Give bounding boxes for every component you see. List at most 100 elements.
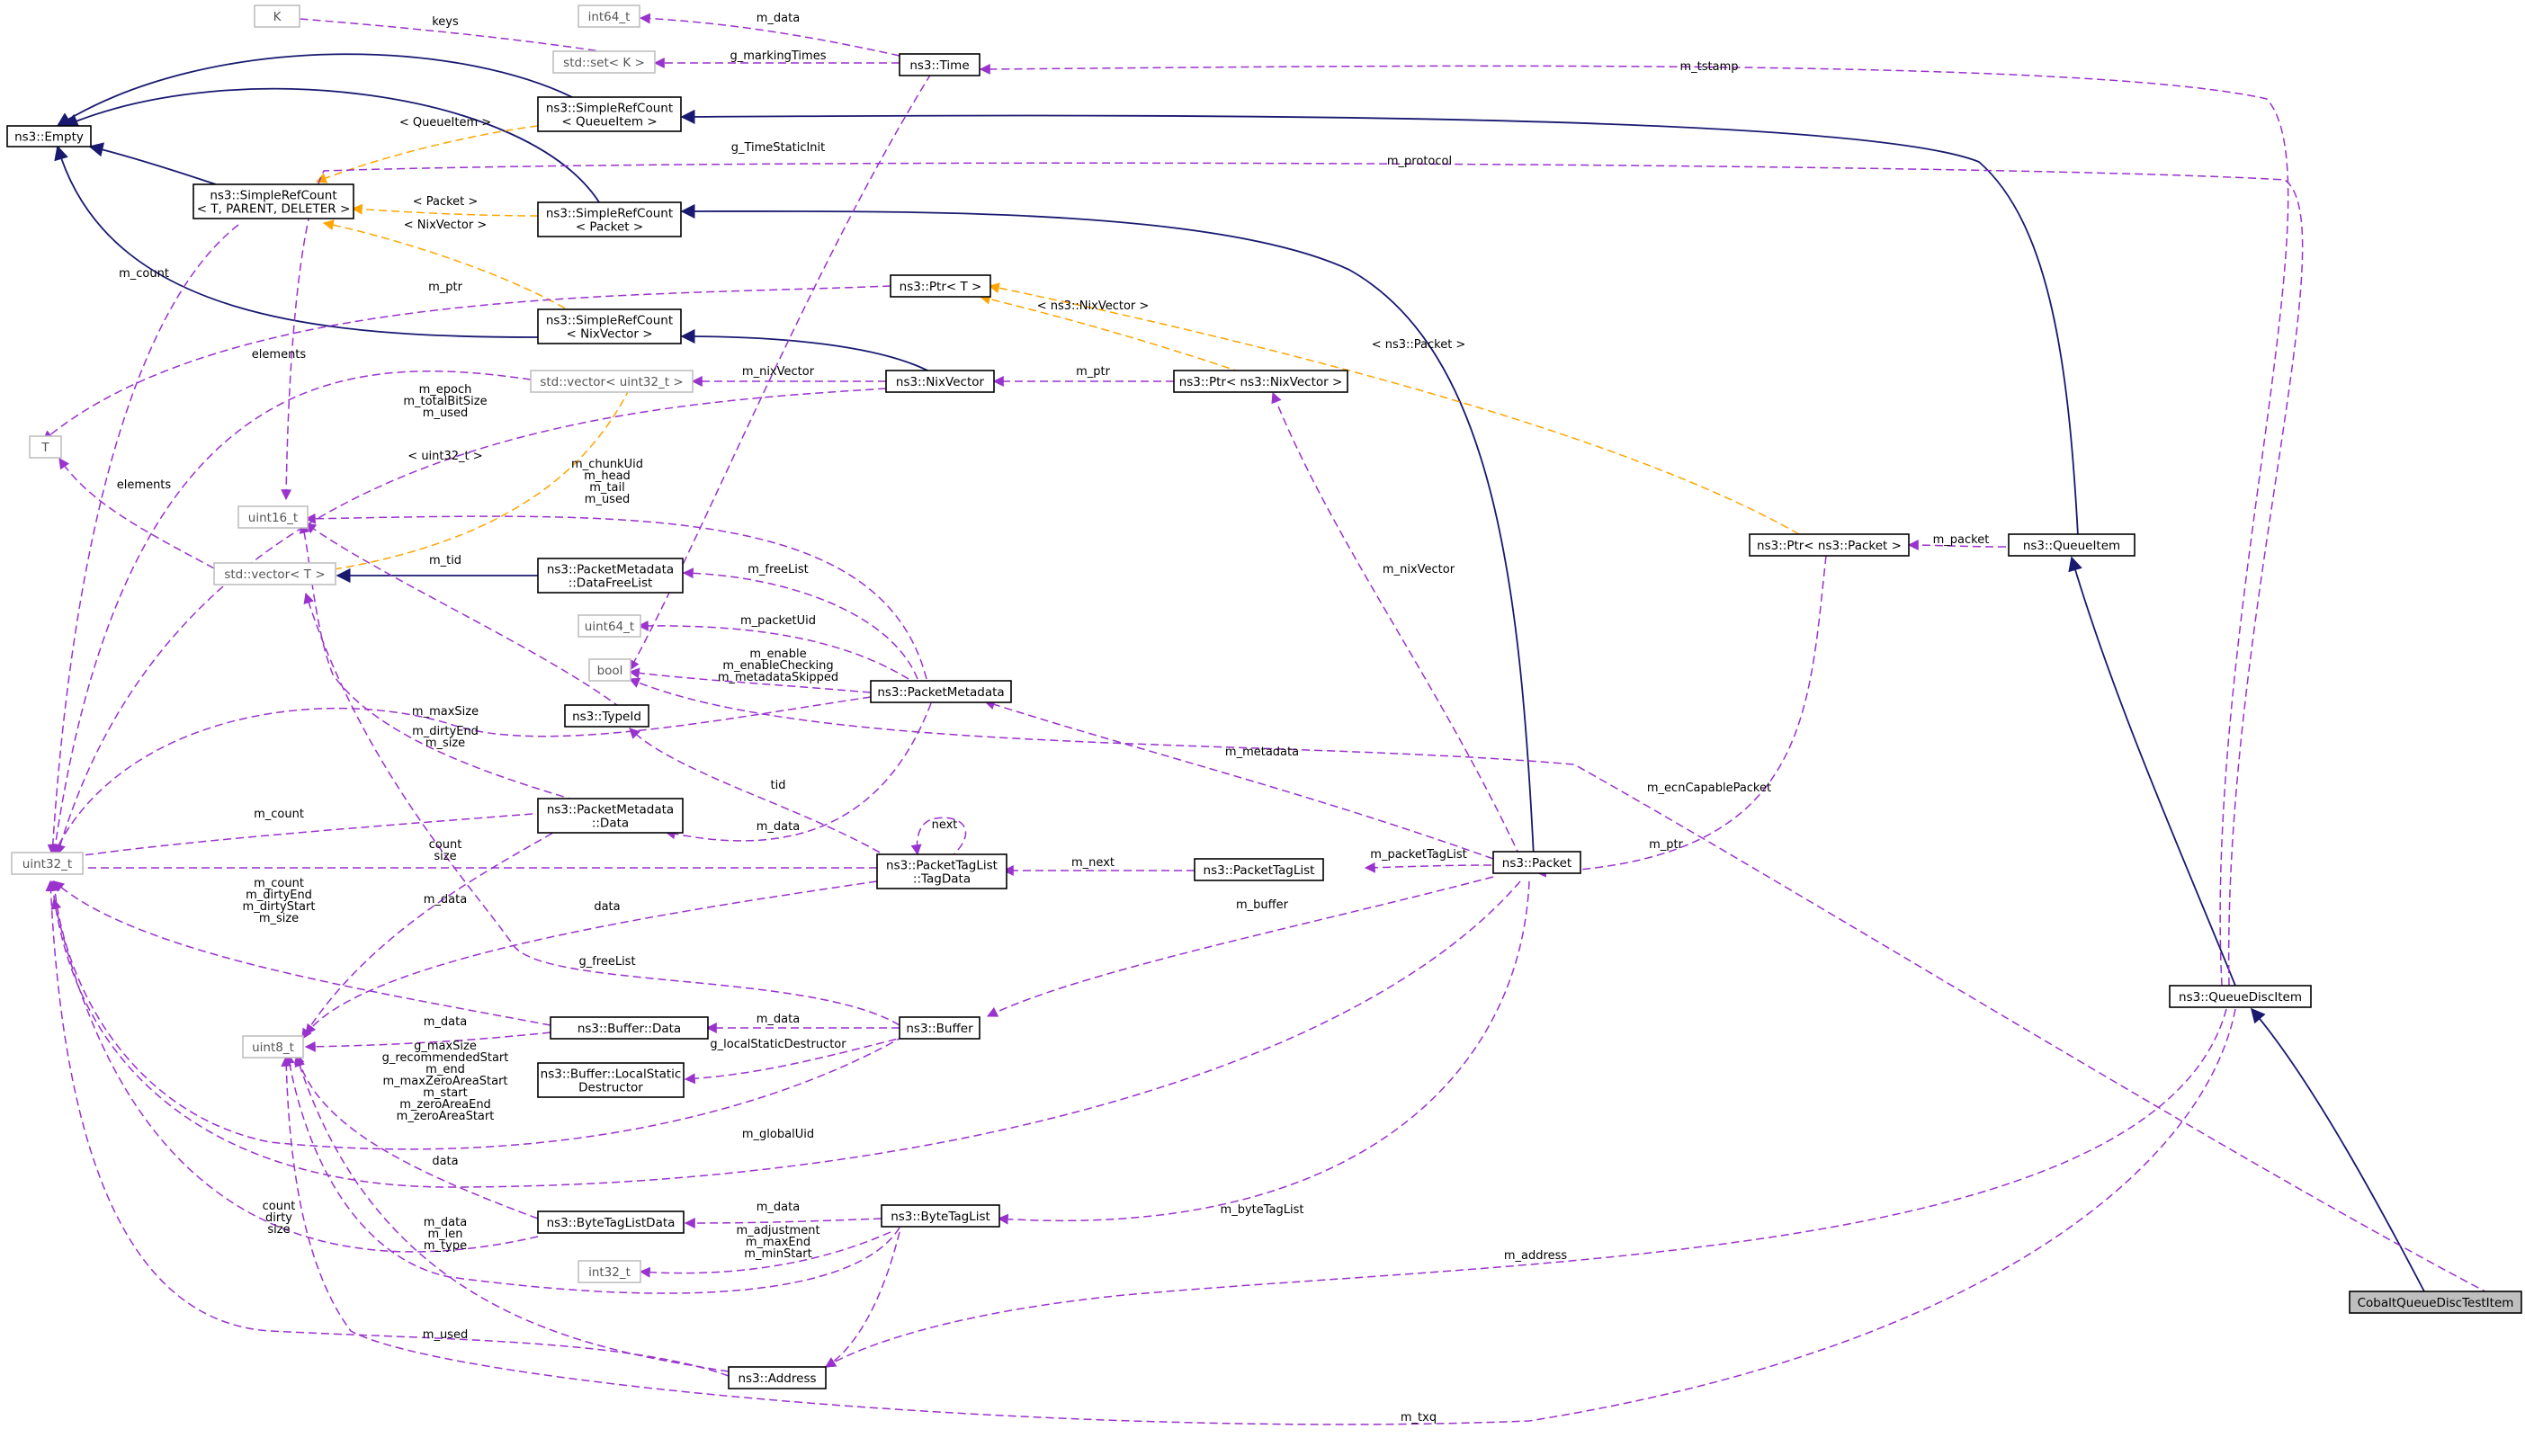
edge-inherit-src-nixvector-empty	[54, 145, 539, 338]
edge-use-m-maxsize	[53, 696, 872, 856]
edge-use-address-u8	[294, 1055, 730, 1372]
edge-use-data-tag	[305, 880, 878, 1035]
node-ptl-tagdata[interactable]: ns3::PacketTagList::TagData	[876, 853, 1007, 889]
node-queueitem[interactable]: ns3::QueueItem	[2008, 533, 2136, 557]
node-bytetaglist[interactable]: ns3::ByteTagList	[881, 1204, 1000, 1228]
edge-use-m-txq	[281, 1008, 2236, 1425]
node-label: bool	[597, 664, 623, 678]
edge-label-tpl-nixvector: < NixVector >	[404, 219, 488, 232]
edge-label-tpl-ns3packet: < ns3::Packet >	[1372, 338, 1466, 352]
edge-inherit-src-packet-empty	[63, 87, 602, 206]
edge-use-btl-u32	[50, 898, 539, 1253]
node-box	[876, 853, 1007, 889]
node-packetmetadata[interactable]: ns3::PacketMetadata	[870, 680, 1012, 703]
node-box	[899, 1016, 980, 1040]
edge-use-m-metadata	[983, 699, 1494, 860]
node-buffer-data[interactable]: ns3::Buffer::Data	[550, 1016, 709, 1040]
edge-use-next	[910, 817, 967, 860]
node-label: ::TagData	[913, 872, 971, 887]
edge-label-g-markingTimes: g_markingTimes	[730, 49, 827, 63]
node-box	[1492, 851, 1581, 874]
node-label: T	[40, 441, 49, 455]
node-pm-data[interactable]: ns3::PacketMetadata::Data	[537, 798, 684, 834]
node-nixvector[interactable]: ns3::NixVector	[885, 370, 995, 393]
edge-use-m-tid	[305, 523, 622, 709]
node-uint64: uint64_t	[578, 614, 641, 638]
edge-label-g-TimeStaticInit: g_TimeStaticInit	[731, 141, 826, 155]
node-uint32: uint32_t	[11, 852, 84, 875]
node-btl-data[interactable]: ns3::ByteTagListData	[537, 1210, 685, 1234]
node-t: T	[29, 435, 62, 459]
edge-label-m-txq: m_txq	[1401, 1411, 1437, 1425]
node-cobalt[interactable]: CobaltQueueDiscTestItem	[2349, 1291, 2522, 1314]
edge-use-m-protocol	[281, 162, 2304, 987]
edge-use-m-data-btl	[684, 1217, 882, 1228]
edge-label-m-data-time: m_data	[757, 12, 800, 25]
edge-label-m-freeList: m_freeList	[748, 563, 809, 576]
node-label: ns3::PacketMetadata	[547, 563, 674, 577]
node-label: ns3::Address	[738, 1371, 816, 1386]
node-box	[537, 1210, 685, 1234]
node-label: CobaltQueueDiscTestItem	[2358, 1296, 2514, 1310]
edge-label-m-metadata: m_metadata	[1225, 746, 1299, 759]
node-queuediscitem[interactable]: ns3::QueueDiscItem	[2169, 985, 2312, 1008]
node-time[interactable]: ns3::Time	[899, 53, 980, 76]
edge-use-pm-u16	[304, 513, 927, 680]
edge-label-elements-u32: elements	[252, 348, 307, 362]
node-box	[870, 680, 1012, 703]
node-ptr-packet[interactable]: ns3::Ptr< ns3::Packet >	[1749, 533, 1910, 557]
edge-label-m-packetUid: m_packetUid	[740, 614, 816, 628]
node-box	[550, 1016, 709, 1040]
edge-use-data-btl	[293, 1052, 539, 1219]
edge-tpl-uint32	[322, 388, 631, 576]
edge-label-m-byteTagList: m_byteTagList	[1221, 1203, 1304, 1217]
edge-label-g-localStaticDestructor: g_localStaticDestructor	[710, 1038, 846, 1051]
node-buffer[interactable]: ns3::Buffer	[899, 1016, 980, 1040]
node-label: ns3::QueueItem	[2023, 539, 2120, 553]
node-address[interactable]: ns3::Address	[728, 1366, 827, 1389]
edge-inherit-queuediscitem-queueitem	[2068, 556, 2236, 987]
node-label: ns3::Buffer	[906, 1022, 973, 1036]
node-src-queueitem[interactable]: ns3::SimpleRefCount< QueueItem >	[537, 96, 682, 132]
edge-use-m-packetuid	[637, 620, 909, 680]
edge-use-m-data-bd	[304, 1032, 551, 1052]
node-packettaglist[interactable]: ns3::PacketTagList	[1194, 858, 1324, 881]
node-label: ::DataFreeList	[569, 576, 653, 591]
edge-label-m-data-buf: m_data	[757, 1013, 800, 1026]
node-typeid[interactable]: ns3::TypeId	[564, 704, 649, 728]
node-ptr-nixvector[interactable]: ns3::Ptr< ns3::NixVector >	[1173, 370, 1348, 393]
node-src-packet[interactable]: ns3::SimpleRefCount< Packet >	[537, 201, 682, 237]
edge-use-g-timestaticinit	[629, 73, 932, 672]
node-label: std::vector< uint32_t >	[540, 375, 683, 389]
node-label: ns3::Packet	[1502, 856, 1571, 871]
edge-label-m-data-btl: m_data	[757, 1201, 800, 1214]
node-box	[29, 435, 62, 459]
node-label: ns3::SimpleRefCount	[546, 207, 673, 221]
node-empty[interactable]: ns3::Empty	[6, 125, 92, 147]
node-label: ns3::SimpleRefCount	[210, 189, 336, 203]
node-uint16: uint16_t	[237, 505, 309, 529]
node-src-nixvector[interactable]: ns3::SimpleRefCount< NixVector >	[537, 308, 682, 344]
node-label: ns3::ByteTagList	[891, 1210, 990, 1224]
node-packet[interactable]: ns3::Packet	[1492, 851, 1581, 874]
node-src-tpd[interactable]: ns3::SimpleRefCount< T, PARENT, DELETER …	[193, 183, 354, 219]
edge-use-m-globaluid	[48, 880, 1521, 1188]
node-pm-datafreelist[interactable]: ns3::PacketMetadata::DataFreeList	[537, 558, 684, 594]
edge-use-m-nixvector-pkt	[1271, 391, 1521, 858]
edge-use-buffer-data-u32	[53, 880, 551, 1026]
node-box	[11, 852, 84, 875]
edge-label-m-buffer: m_buffer	[1236, 898, 1289, 912]
node-int64: int64_t	[578, 4, 640, 28]
edge-use-m-packettaglist	[1364, 862, 1492, 873]
node-label: < NixVector >	[566, 327, 652, 342]
node-ptr-t[interactable]: ns3::Ptr< T >	[890, 274, 991, 298]
edge-label-g-freeList: g_freeList	[578, 955, 635, 969]
